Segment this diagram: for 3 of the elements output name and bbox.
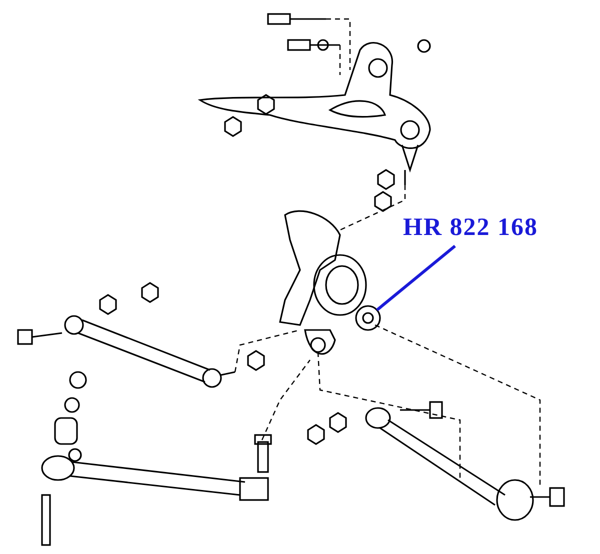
leader-line — [376, 244, 456, 312]
part-number: HR 822 168 — [403, 214, 538, 242]
bushing-drawing — [355, 305, 381, 331]
